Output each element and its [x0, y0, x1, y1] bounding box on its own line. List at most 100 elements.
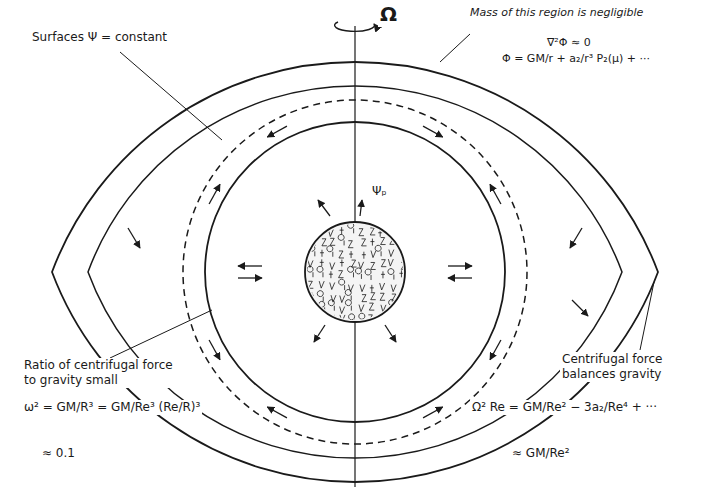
core-glyph: [401, 262, 406, 269]
core-glyph: [319, 301, 325, 312]
core-glyph: [362, 252, 366, 259]
core-glyph: [388, 259, 393, 266]
core-glyph: [399, 318, 404, 325]
core-glyph: [349, 251, 353, 258]
core-glyph: [309, 317, 313, 324]
core-glyph: [370, 228, 375, 235]
core-glyph: [348, 266, 354, 277]
flow-arrow: [360, 200, 362, 216]
core-glyph: [348, 241, 353, 248]
core-glyph: [399, 228, 404, 235]
core-glyph: [400, 240, 405, 247]
core-glyph: [375, 245, 381, 256]
flow-arrow: [238, 265, 262, 266]
core-glyph: [345, 300, 351, 311]
core-glyph: [329, 271, 333, 278]
core-glyph: [340, 315, 345, 322]
core-glyph: [340, 260, 344, 267]
core-glyph: [381, 238, 386, 245]
core-glyph: [359, 229, 364, 236]
approximation-label: ≈ GM/Re²: [510, 446, 572, 461]
core-glyph: [340, 307, 345, 314]
core-glyph: [359, 313, 365, 324]
equator-balance-equation: Ω² Re = GM/Re² − 3a₂/Re⁴ + ···: [470, 400, 659, 415]
core-glyph: [399, 305, 404, 312]
core-glyph: [371, 293, 376, 300]
core-glyph: [368, 315, 373, 322]
region-note: Mass of this region is negligible: [468, 6, 645, 20]
core-glyph: [392, 294, 397, 301]
core-glyph: [402, 284, 406, 291]
core-glyph: [328, 300, 334, 311]
core-glyph: [330, 262, 335, 269]
flow-arrow: [267, 126, 287, 137]
core-glyph: [327, 246, 333, 257]
potential-equation: Φ = GM/r + a₂/r³ P₂(μ) + ···: [500, 52, 652, 66]
flow-arrow: [314, 325, 325, 342]
value-label: ≈ 0.1: [40, 446, 77, 461]
core-glyph: [339, 271, 344, 278]
core-glyph: [310, 292, 314, 299]
flow-arrow: [448, 265, 472, 266]
core-glyph: [381, 260, 386, 267]
core-glyph: [389, 299, 395, 310]
leader-line: [440, 34, 470, 62]
region-note: Centrifugal force balances gravity: [560, 352, 704, 382]
core-glyph: [391, 285, 396, 292]
core-glyph: [315, 312, 321, 323]
core-glyph: [400, 293, 405, 300]
core-glyph: [317, 266, 323, 277]
flow-arrow: [570, 228, 582, 248]
core-glyph: [329, 315, 334, 322]
core-glyph: [320, 259, 324, 266]
core-flux-symbol: Ψₚ: [370, 184, 389, 199]
flow-arrow: [572, 300, 588, 316]
core-glyph: [306, 302, 312, 313]
core-glyph: [365, 269, 371, 280]
leader-line: [110, 310, 212, 358]
core-glyph: [370, 285, 374, 292]
core-glyph: [388, 269, 394, 280]
core-glyph: [319, 228, 324, 235]
inner-sphere: [205, 122, 505, 422]
core-glyph: [338, 234, 344, 245]
core-glyph: [355, 268, 361, 279]
core-glyph: [388, 228, 392, 235]
core-glyph: [322, 239, 327, 246]
core-glyph: [381, 316, 385, 323]
flow-arrow: [490, 340, 501, 360]
core-glyph: [340, 227, 344, 234]
core-glyph: [330, 238, 335, 245]
flow-arrow: [267, 407, 287, 418]
flow-arrow: [448, 277, 472, 278]
flow-arrows: [128, 126, 588, 418]
core-glyph: [330, 283, 335, 290]
flow-arrow: [318, 200, 330, 216]
rotation-symbol: Ω: [378, 2, 399, 27]
core-glyph: [349, 314, 355, 325]
dashed-surface: [183, 100, 527, 444]
region-note: Ratio of centrifugal force to gravity sm…: [22, 358, 186, 388]
core-texture: [306, 222, 406, 324]
core-glyph: [310, 228, 315, 235]
core-glyph: [380, 283, 385, 290]
core-glyph: [308, 281, 313, 288]
core-glyph: [348, 222, 354, 233]
core-glyph: [317, 291, 323, 302]
core-glyph: [359, 305, 364, 312]
core-glyph: [309, 245, 315, 256]
core-glyph: [378, 230, 382, 237]
core-glyph: [370, 239, 374, 246]
flow-arrow: [423, 407, 443, 418]
core-glyph: [360, 285, 365, 292]
core-glyph: [320, 250, 324, 257]
core-glyph: [401, 249, 405, 256]
angular-velocity-equation: ω² = GM/R³ = GM/Re³ (Re/R)³: [22, 400, 202, 415]
flow-arrow: [209, 184, 220, 204]
core-glyph: [399, 270, 403, 277]
core-glyph: [369, 303, 374, 310]
core-glyph: [390, 237, 395, 244]
core-glyph: [339, 251, 344, 258]
